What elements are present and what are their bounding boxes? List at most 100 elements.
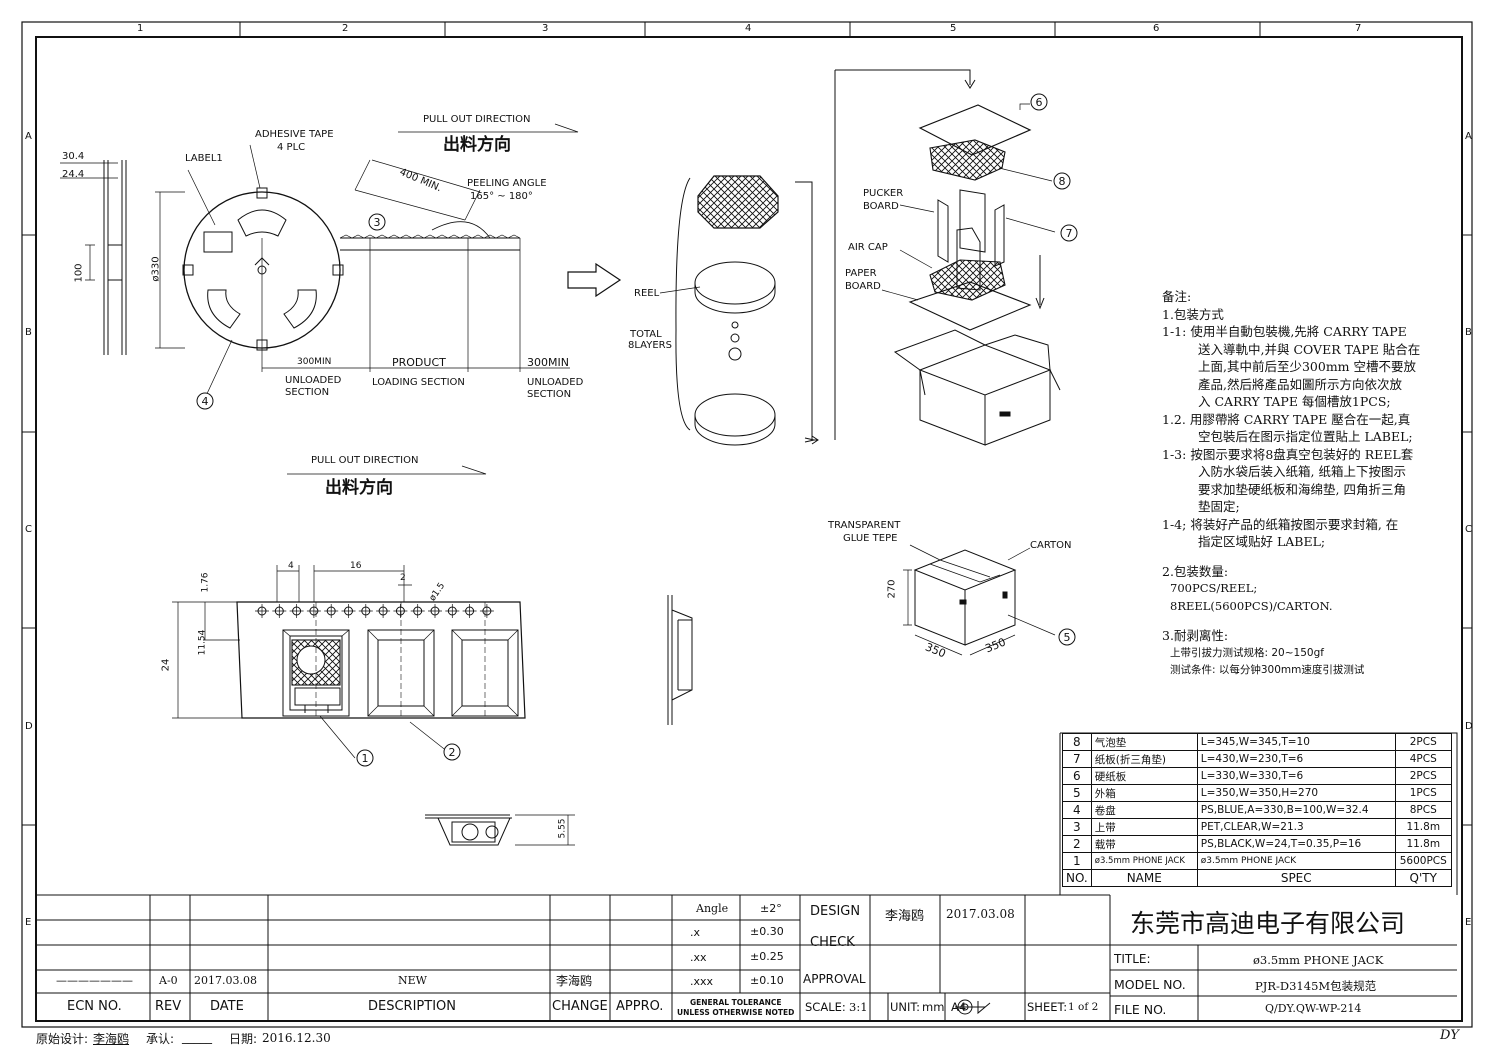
note-1-1-a: 1-1: 使用半自動包裝機,先將 CARRY TAPE	[1162, 324, 1407, 339]
header-ecn: ECN NO.	[67, 999, 122, 1014]
label-pucker: PUCKER	[863, 188, 904, 199]
label-pull-out-direction-1: PULL OUT DIRECTION	[423, 114, 531, 125]
header-description: DESCRIPTION	[368, 999, 456, 1014]
zone-row-a-right: A	[1465, 131, 1472, 142]
bom-cell-no: 1	[1062, 852, 1092, 870]
label-adhesive-tape: ADHESIVE TAPE	[255, 129, 334, 140]
footer-orig-value: 李海鸥	[93, 1032, 130, 1046]
label-glue-tepe: GLUE TEPE	[843, 533, 898, 544]
note-1-1-e: 入 CARRY TAPE 每個槽放1PCS;	[1198, 394, 1391, 409]
label-section-1: SECTION	[285, 387, 330, 398]
label-pull-out-cn-2: 出料方向	[325, 478, 393, 498]
balloon-4: 4	[196, 392, 214, 410]
label-unloaded-2: UNLOADED	[527, 377, 584, 388]
balloon-1: 1	[356, 749, 374, 767]
tol-xxx-value: ±0.10	[750, 974, 784, 987]
bom-cell-qty: 1PCS	[1394, 784, 1452, 802]
bom-cell-name: 卷盘	[1090, 801, 1198, 819]
label-paper-board: BOARD	[845, 281, 881, 292]
label-section-2: SECTION	[527, 389, 572, 400]
zone-row-a: A	[25, 131, 32, 142]
zone-row-b: B	[25, 327, 32, 338]
bom-cell-name: 硬纸板	[1090, 767, 1198, 785]
rev-row-date: 2017.03.08	[194, 974, 257, 987]
tol-xx-value: ±0.25	[750, 950, 784, 963]
file-label: FILE NO.	[1114, 1002, 1167, 1017]
general-tolerance: GENERAL TOLERANCE	[690, 998, 782, 1007]
label-product: PRODUCT	[392, 356, 446, 369]
dim-270: 270	[886, 579, 898, 599]
tol-x-value: ±0.30	[750, 925, 784, 938]
note-peel-2: 测试条件: 以每分钟300mm速度引拔测试	[1170, 664, 1365, 676]
zone-col-5: 5	[950, 23, 957, 34]
label-300min-1: 300MIN	[297, 357, 332, 367]
svg-text:2: 2	[449, 746, 456, 759]
label-pucker-board: BOARD	[863, 201, 899, 212]
bom-cell-name: ø3.5mm PHONE JACK	[1090, 852, 1198, 870]
rev-row-change: 李海鸥	[556, 974, 593, 988]
balloon-2: 2	[443, 743, 461, 761]
dim-2: 2	[400, 573, 406, 583]
dim-100: 100	[73, 263, 85, 283]
zone-col-7: 7	[1355, 23, 1362, 34]
bom-cell-no: 2	[1062, 835, 1092, 853]
balloon-8: 8	[1053, 172, 1071, 190]
tol-x: .x	[690, 926, 701, 939]
balloon-3: 3	[368, 213, 386, 231]
tol-angle: Angle	[696, 902, 729, 915]
bom-cell-qty: 8PCS	[1394, 801, 1452, 819]
header-rev: REV	[155, 999, 182, 1014]
dim-24-4: 24.4	[62, 169, 85, 180]
svg-text:1: 1	[362, 752, 369, 765]
notes-section-3: 3.耐剥离性:	[1162, 628, 1229, 643]
bom-cell-qty: 4PCS	[1394, 750, 1452, 768]
bom-header-row: NO. NAME SPEC Q'TY	[1062, 869, 1452, 887]
zone-col-4: 4	[745, 23, 752, 34]
model-label: MODEL NO.	[1114, 977, 1186, 992]
zone-row-c-right: C	[1465, 524, 1472, 535]
check-label: CHECK	[810, 935, 855, 950]
note-1-4-b: 指定区域贴好 LABEL;	[1198, 534, 1326, 549]
label-reel: REEL	[634, 288, 660, 299]
label-peeling-angle: PEELING ANGLE	[467, 178, 547, 189]
bom-cell-spec: L=430,W=230,T=6	[1196, 750, 1396, 768]
paper-size: A4	[951, 1000, 967, 1014]
svg-text:4: 4	[202, 395, 209, 408]
svg-text:5: 5	[1064, 631, 1071, 644]
header-appro: APPRO.	[616, 999, 664, 1014]
bom-cell-qty: 11.8m	[1394, 818, 1452, 836]
notes-section-2: 2.包装数量:	[1162, 563, 1229, 579]
zone-row-e-right: E	[1465, 917, 1472, 928]
rev-row-desc: NEW	[398, 974, 427, 987]
label-paper: PAPER	[845, 268, 877, 279]
tol-xx: .xx	[690, 951, 707, 964]
tol-angle-value: ±2°	[760, 902, 782, 915]
bom-header-no: NO.	[1062, 869, 1092, 887]
bom-cell-qty: 5600PCS	[1394, 852, 1452, 870]
bom-cell-name: 气泡垫	[1090, 733, 1198, 751]
bom-header-spec: SPEC	[1196, 869, 1396, 887]
footer-accept-value: _____	[182, 1030, 212, 1044]
sheet-label: SHEET:	[1027, 1000, 1068, 1014]
note-1-1-c: 上面,其中前后至少300mm 空槽不要放	[1198, 359, 1417, 374]
note-1-3-c: 要求加垫硬纸板和海绵垫, 四角折三角	[1198, 481, 1406, 497]
dim-24: 24	[160, 658, 172, 672]
svg-text:8: 8	[1059, 175, 1066, 188]
bom-cell-qty: 2PCS	[1394, 733, 1452, 751]
dim-5-55: 5.55	[557, 818, 568, 839]
bom-cell-name: 纸板(折三角垫)	[1090, 750, 1198, 768]
note-1-3-a: 1-3: 按图示要求将8盘真空包装好的 REEL套	[1162, 446, 1414, 462]
label-total: TOTAL	[630, 329, 662, 340]
bom-cell-spec: ø3.5mm PHONE JACK	[1196, 852, 1396, 870]
dim-diameter-330: ø330	[150, 256, 162, 282]
dim-30-4: 30.4	[62, 151, 85, 162]
note-1-2-b: 空包裝后在图示指定位置貼上 LABEL;	[1198, 429, 1413, 444]
zone-col-1: 1	[137, 23, 144, 34]
bom-cell-spec: PET,CLEAR,W=21.3	[1196, 818, 1396, 836]
label-300min-2: 300MIN	[527, 356, 569, 369]
